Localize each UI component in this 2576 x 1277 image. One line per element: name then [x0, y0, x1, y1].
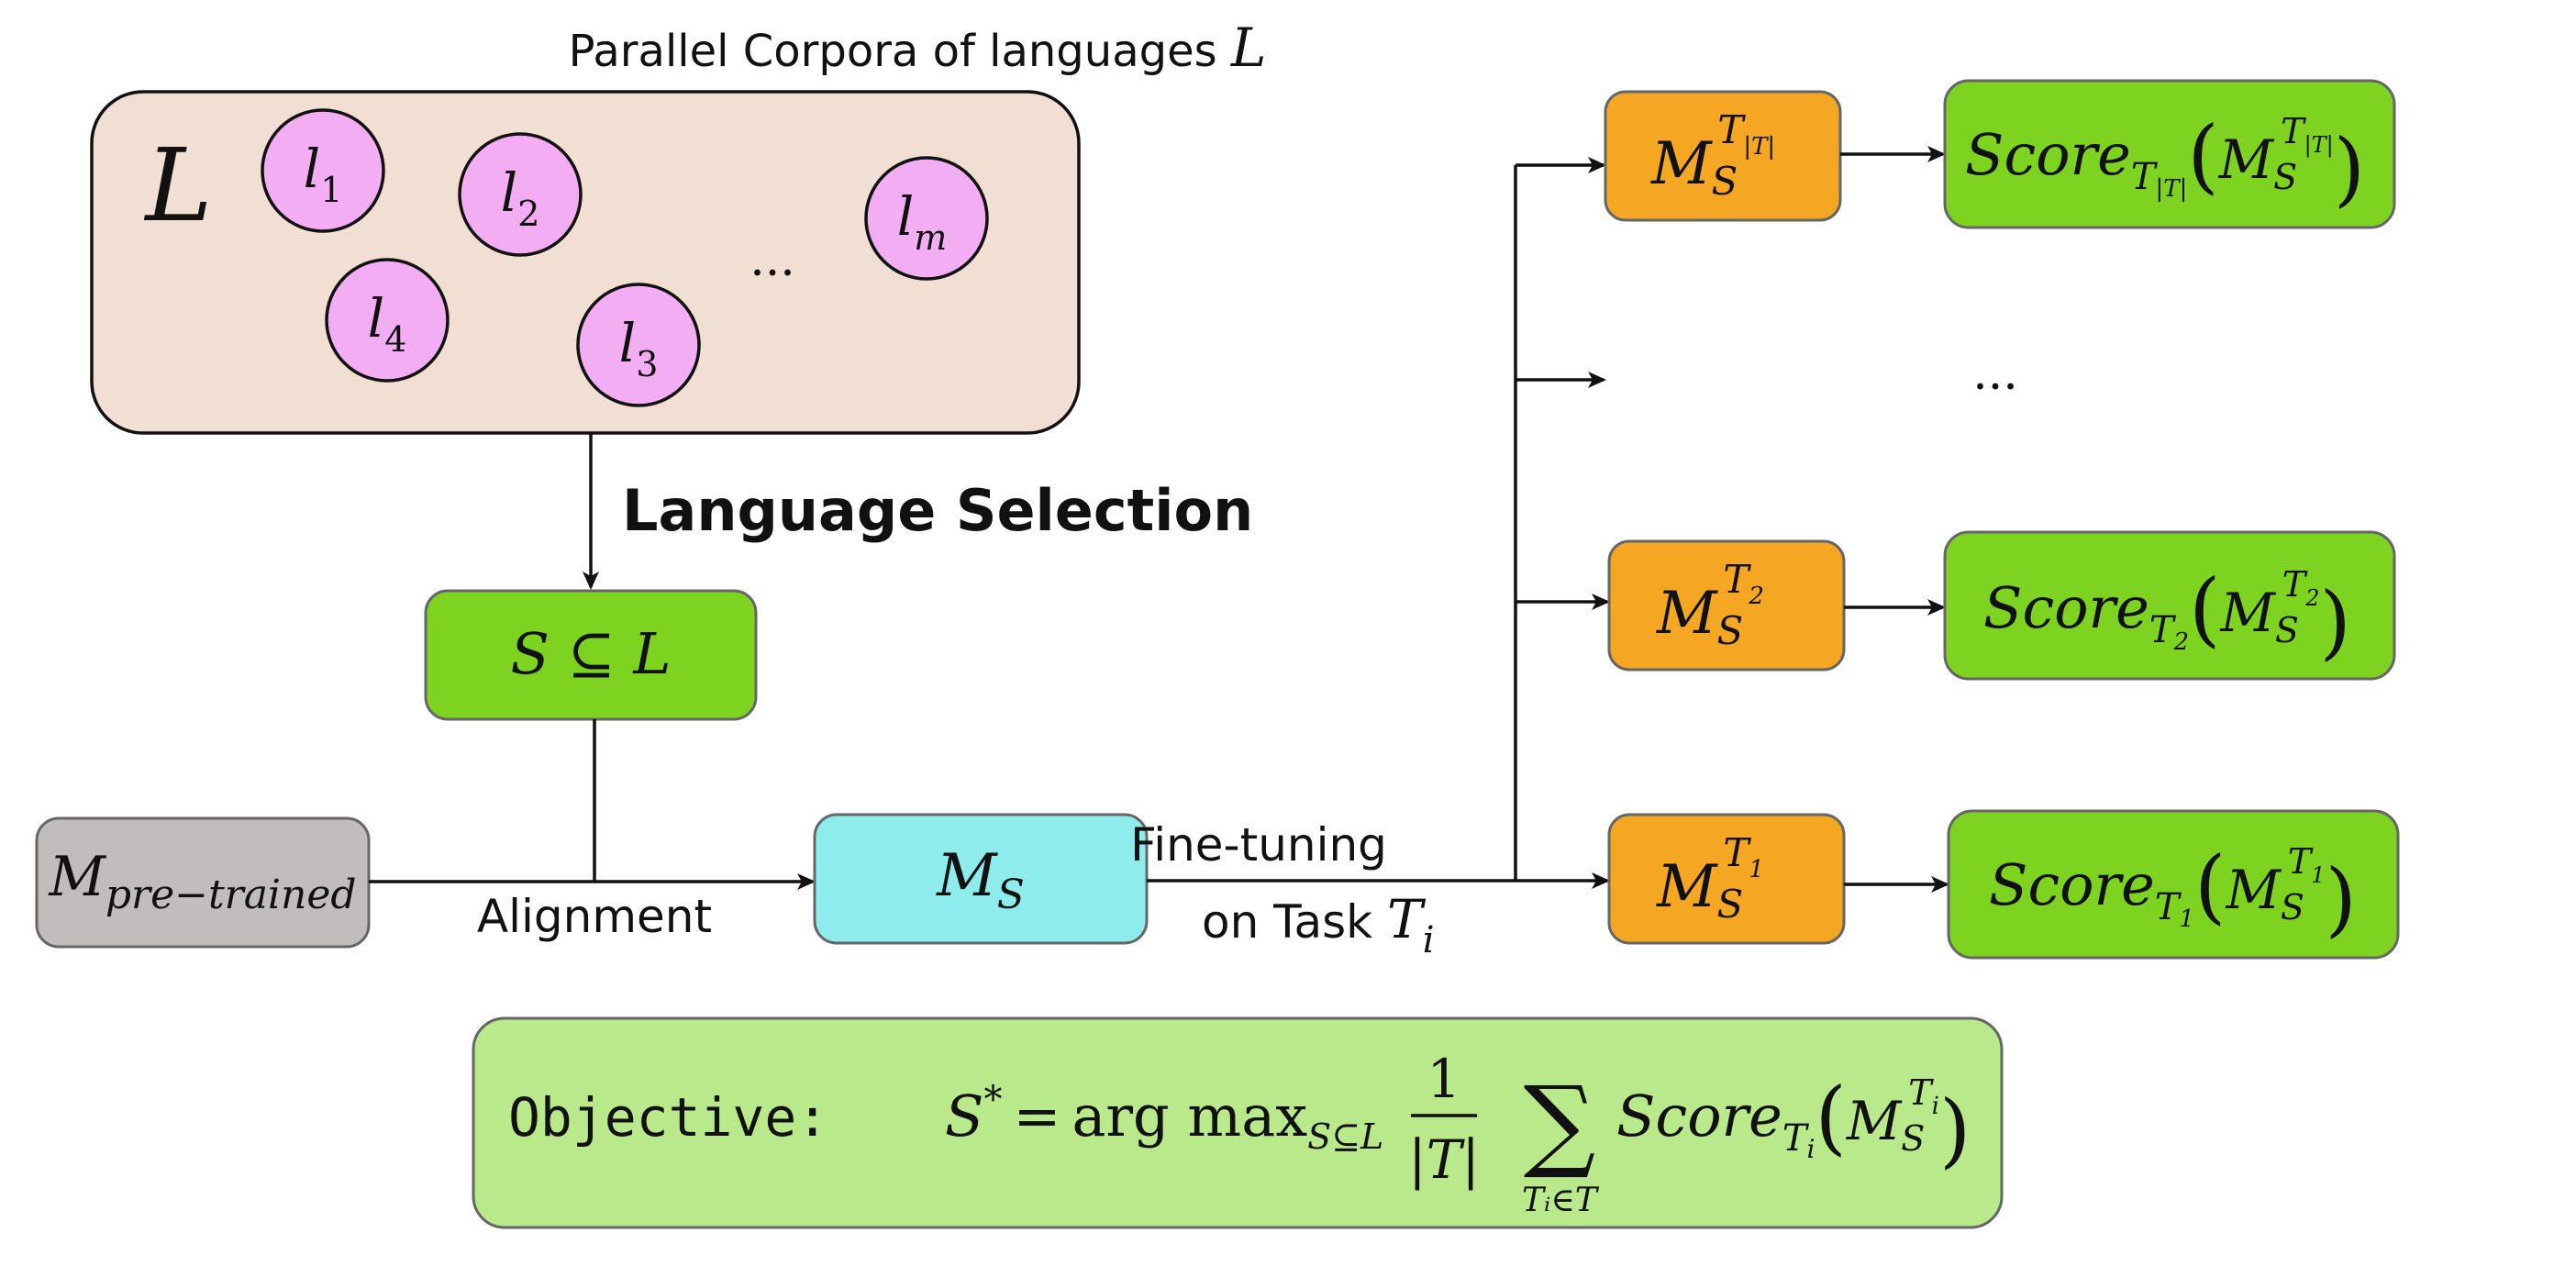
svg-text:1: 1	[1427, 1048, 1461, 1110]
objective-sum: ∑	[1524, 1064, 1596, 1182]
language-node: l2	[458, 132, 583, 257]
score-box	[1947, 809, 2400, 960]
task-model-label: MST1	[1656, 830, 1764, 927]
task-model-label: MST2	[1656, 557, 1764, 653]
corpus-ellipsis: ...	[749, 232, 795, 287]
score-label: ScoreT2(MST2)	[1983, 561, 2351, 669]
svg-text:l2: l2	[501, 161, 540, 234]
corpus-caption: Parallel Corpora of languages L	[569, 17, 1267, 79]
objective-fraction: 1 |T|	[1408, 1048, 1480, 1191]
score-label: ScoreT1(MST1)	[1989, 838, 2357, 946]
finetune-label-line2: on Task Ti	[1202, 888, 1434, 961]
language-node: l4	[325, 258, 450, 383]
aligned-model-box	[813, 813, 1149, 945]
task-model-box	[1607, 813, 1846, 945]
alignment-label: Alignment	[477, 890, 712, 943]
svg-text:lm: lm	[897, 185, 948, 258]
objective-label: Objective:	[508, 1086, 828, 1149]
language-node: l1	[261, 108, 385, 233]
svg-text:|T|: |T|	[1408, 1128, 1480, 1191]
svg-text:l3: l3	[619, 312, 659, 384]
subset-box	[424, 589, 758, 721]
language-node: lm	[864, 156, 989, 281]
selection-label: Language Selection	[622, 477, 1253, 544]
task-model-label: MST|T|	[1650, 107, 1775, 204]
corpus-set-symbol: L	[143, 127, 212, 244]
task-model-box	[1604, 90, 1842, 222]
svg-text:l1: l1	[304, 138, 343, 210]
score-label: ScoreT|T|(MST|T|)	[1965, 108, 2365, 216]
svg-text:l4: l4	[368, 287, 407, 360]
subset-label: S ⊆ L	[510, 620, 671, 687]
pretrained-model-label: Mpre−trained	[48, 845, 356, 918]
objective-box	[472, 1016, 2004, 1229]
language-node: l3	[576, 283, 701, 407]
aligned-model-label: MS	[936, 842, 1025, 918]
objective-sum-index: Tᵢ∈T	[1522, 1182, 1600, 1219]
score-box	[1943, 79, 2396, 229]
task-model-box	[1607, 539, 1846, 672]
tasks-ellipsis: ...	[1972, 346, 2018, 401]
finetune-label-line1: Fine-tuning	[1130, 818, 1387, 872]
objective-score: ScoreTi(MSTi)	[1616, 1070, 1971, 1177]
objective-formula: S*=arg maxS⊆L	[945, 1079, 1383, 1157]
score-box	[1943, 530, 2396, 681]
